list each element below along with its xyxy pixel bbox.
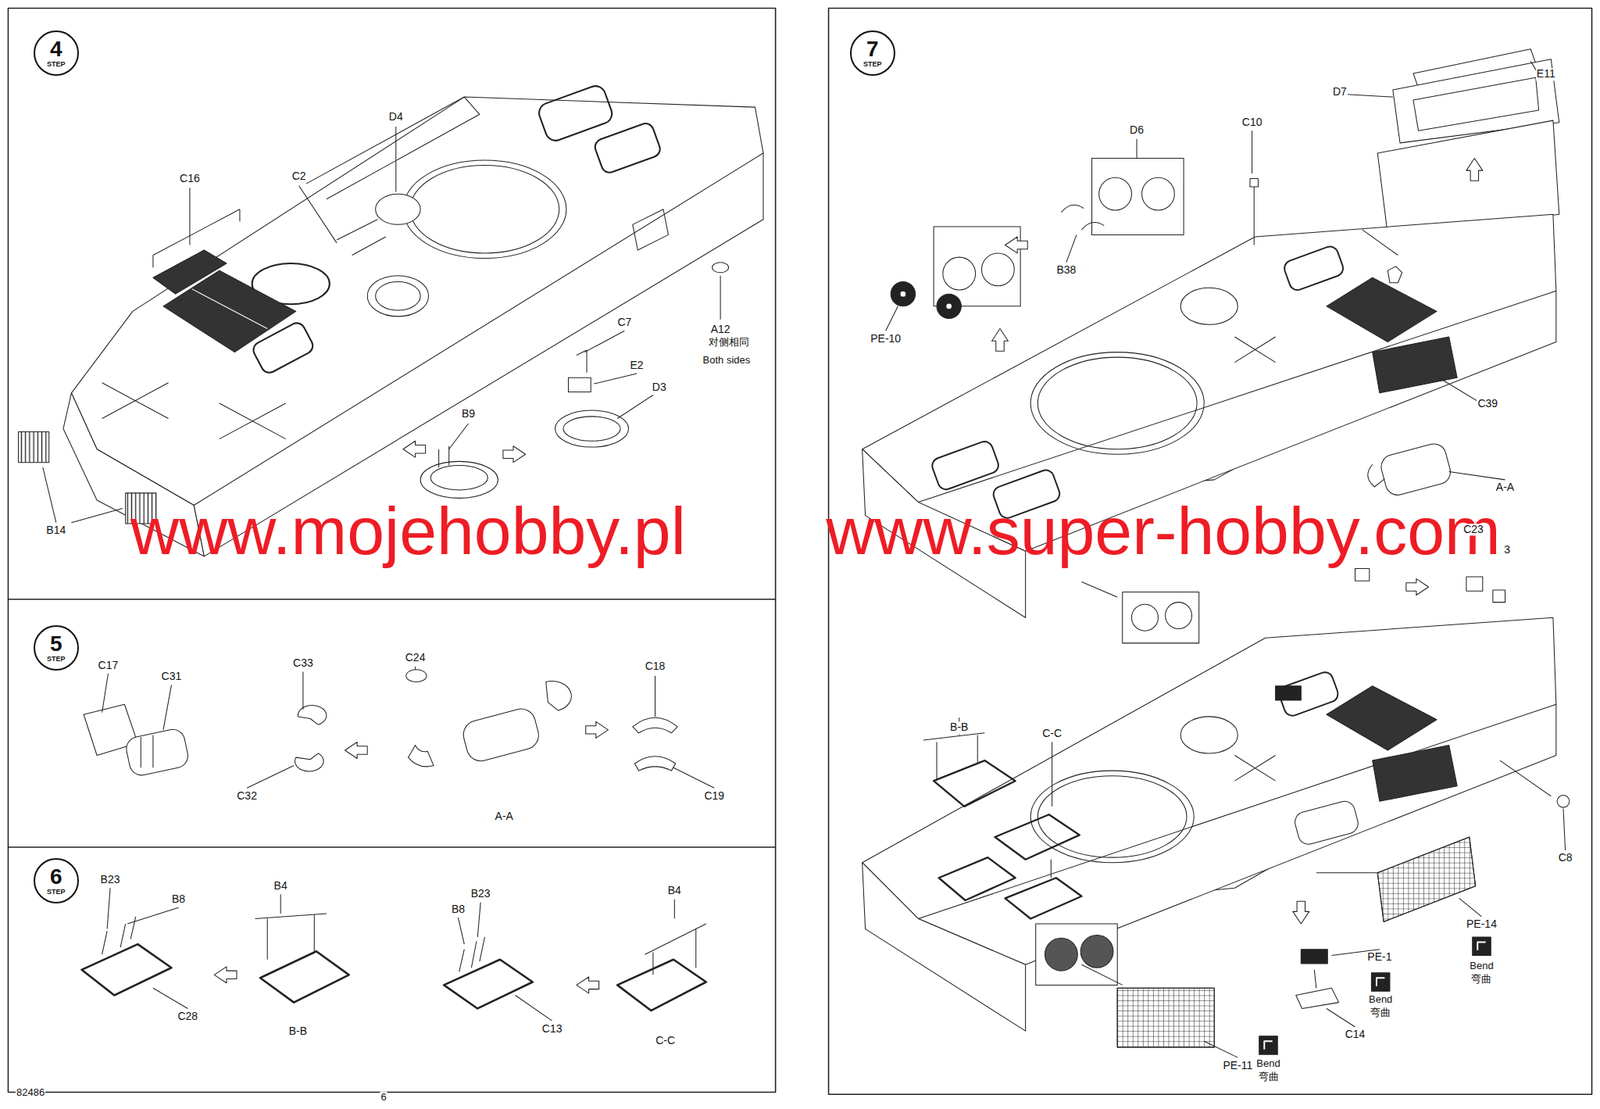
- part-label: B23: [470, 887, 492, 900]
- part-label: A-A: [494, 810, 515, 822]
- part-label: C-C: [654, 1035, 676, 1047]
- part-label: C8: [1557, 852, 1574, 865]
- part-label: B4: [667, 885, 683, 897]
- part-label: C24: [404, 652, 427, 665]
- step-badge: 7STEP: [850, 30, 896, 76]
- part-label: B8: [171, 892, 186, 905]
- part-label: 3: [1503, 543, 1511, 556]
- note-text: Bend: [1468, 959, 1494, 971]
- step-number: 6: [50, 865, 63, 888]
- part-label: A-A: [1495, 482, 1515, 494]
- step-badge: 4STEP: [33, 30, 79, 76]
- part-label: PE-11: [1221, 1059, 1254, 1072]
- part-label: B38: [1055, 264, 1077, 276]
- note-text: Bend: [1367, 993, 1393, 1005]
- part-label: C33: [292, 657, 315, 669]
- part-label: C18: [644, 660, 667, 672]
- step-badge: 6STEP: [33, 857, 79, 904]
- part-label: C10: [1241, 116, 1264, 129]
- part-label: C28: [176, 1010, 199, 1022]
- part-label: B23: [100, 873, 122, 886]
- part-label: B4: [273, 879, 289, 892]
- note-text: 弯曲: [1257, 1071, 1280, 1083]
- part-label: D4: [388, 111, 404, 124]
- part-label: C2: [291, 170, 308, 183]
- part-label: C19: [703, 789, 725, 802]
- part-label: C17: [97, 659, 120, 672]
- step-word: STEP: [863, 60, 883, 68]
- watermark: www.super-hobby.com: [825, 493, 1501, 568]
- part-label: C32: [235, 789, 258, 802]
- part-label: C16: [178, 172, 201, 185]
- part-label: E11: [1535, 68, 1557, 81]
- note-text: Both sides: [702, 354, 752, 366]
- part-label: C31: [160, 670, 183, 683]
- part-label: PE-14: [1465, 918, 1498, 931]
- part-label: B14: [45, 524, 67, 536]
- part-label: D3: [651, 382, 668, 394]
- step-number: 5: [50, 632, 63, 655]
- part-label: PE-10: [869, 332, 902, 345]
- page-number: 82486: [15, 1085, 46, 1097]
- note-text: 弯曲: [1470, 972, 1493, 984]
- watermark: www.mojehobby.pl: [130, 493, 686, 568]
- step-word: STEP: [46, 888, 66, 896]
- part-label: D6: [1128, 124, 1145, 136]
- part-label: C14: [1344, 1028, 1367, 1041]
- part-label: B-B: [288, 1025, 308, 1038]
- part-label: C39: [1476, 398, 1499, 411]
- part-label: C23: [1462, 523, 1485, 536]
- part-label: B8: [450, 903, 466, 915]
- part-label: B-B: [949, 721, 969, 734]
- note-text: 弯曲: [1369, 1007, 1392, 1018]
- part-label: E2: [628, 359, 644, 372]
- page-number: 6: [379, 1091, 387, 1103]
- part-label: A12: [710, 323, 732, 336]
- part-label: B9: [460, 408, 476, 421]
- note-text: Bend: [1255, 1057, 1281, 1069]
- step-number: 4: [50, 38, 63, 61]
- part-label: D7: [1332, 85, 1348, 98]
- part-label: C7: [616, 316, 633, 329]
- step-number: 7: [866, 38, 879, 61]
- note-text: 对侧相同: [707, 335, 750, 347]
- step-word: STEP: [46, 60, 66, 68]
- step-badge: 5STEP: [33, 625, 79, 671]
- part-label: C13: [541, 1022, 564, 1035]
- part-label: C-C: [1041, 727, 1063, 740]
- part-label: PE-1: [1366, 950, 1393, 963]
- step-word: STEP: [46, 655, 66, 663]
